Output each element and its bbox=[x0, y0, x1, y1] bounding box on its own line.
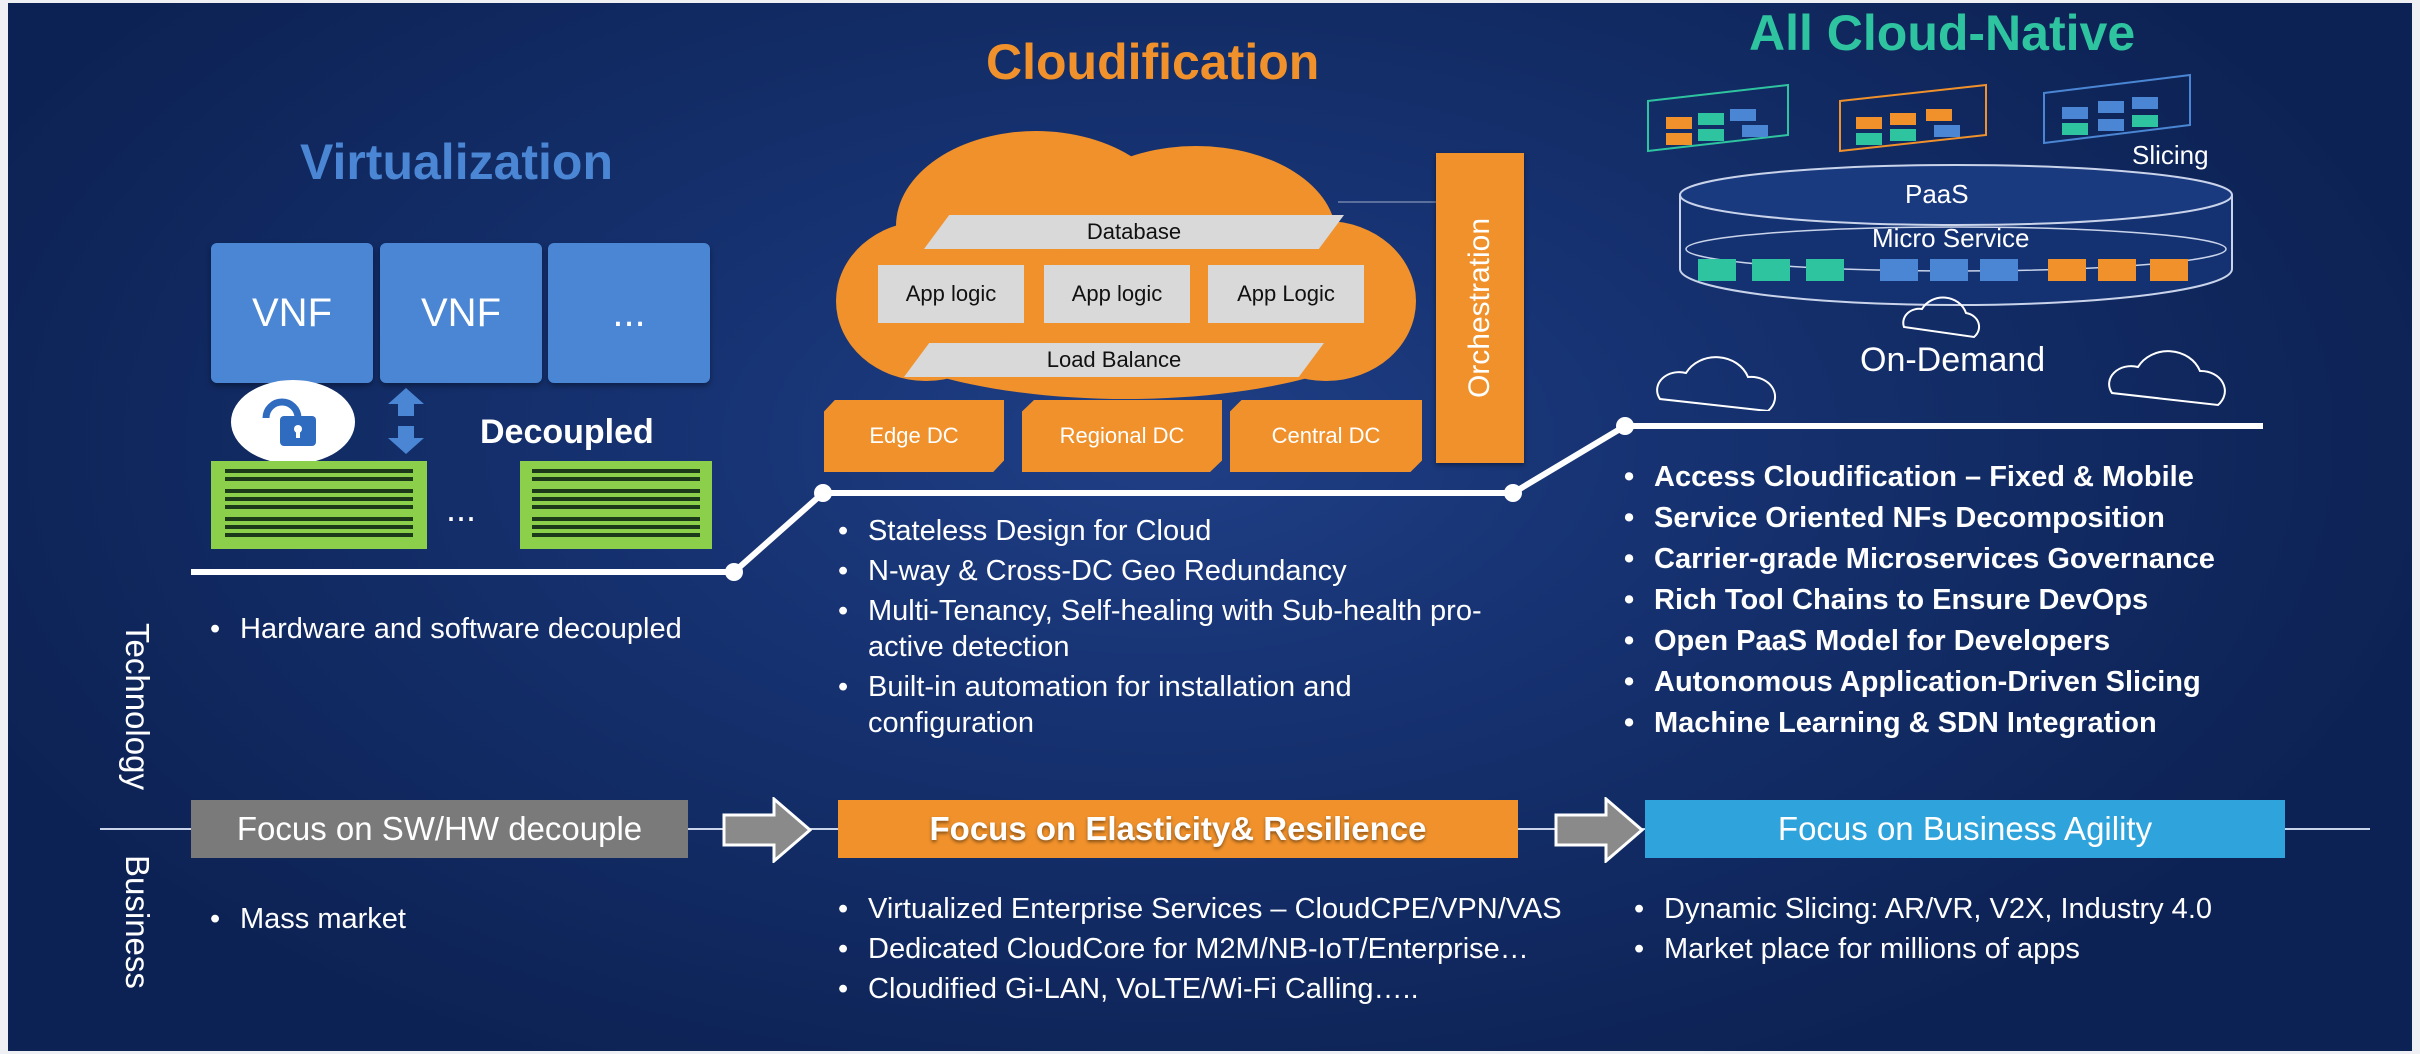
server-rack-icon-2 bbox=[520, 461, 712, 549]
vnf-box-more: ... bbox=[548, 243, 710, 383]
vnf-box-2: VNF bbox=[380, 243, 542, 383]
bullet-item: Dynamic Slicing: AR/VR, V2X, Industry 4.… bbox=[1628, 891, 2388, 927]
focus-agility-band: Focus on Business Agility bbox=[1645, 800, 2285, 858]
cloudification-title: Cloudification bbox=[986, 34, 1320, 90]
micro-service-label: Micro Service bbox=[1872, 223, 2030, 253]
app-logic-2: App logic bbox=[1044, 265, 1190, 323]
bullet-item: Mass market bbox=[204, 901, 704, 937]
bullet-item: Autonomous Application-Driven Slicing bbox=[1618, 664, 2408, 700]
unlock-icon bbox=[228, 378, 358, 466]
business-bullets-3: Dynamic Slicing: AR/VR, V2X, Industry 4.… bbox=[1628, 891, 2388, 971]
bullet-item: Rich Tool Chains to Ensure DevOps bbox=[1618, 582, 2408, 618]
step-node-1 bbox=[725, 563, 743, 581]
vnf-box-1: VNF bbox=[211, 243, 373, 383]
right-arrow-icon bbox=[722, 795, 813, 865]
bullet-item: Stateless Design for Cloud bbox=[832, 513, 1642, 549]
step-node-4 bbox=[1616, 417, 1634, 435]
bullet-item: Cloudified Gi-LAN, VoLTE/Wi-Fi Calling….… bbox=[832, 971, 1632, 1007]
bullet-item: Built-in automation for installation and… bbox=[832, 669, 1428, 741]
bullet-item: Dedicated CloudCore for M2M/NB-IoT/Enter… bbox=[832, 931, 1632, 967]
bullet-item: Service Oriented NFs Decomposition bbox=[1618, 500, 2408, 536]
virtualization-title: Virtualization bbox=[300, 134, 614, 190]
business-bullets-2: Virtualized Enterprise Services – CloudC… bbox=[832, 891, 1632, 1011]
slice-panel-2 bbox=[1839, 83, 1987, 153]
slicing-label: Slicing bbox=[2132, 140, 2209, 170]
bullet-item: Machine Learning & SDN Integration bbox=[1618, 705, 2408, 741]
technology-label: Technology bbox=[119, 623, 156, 790]
connector-line bbox=[1338, 201, 1446, 203]
bullet-item: N-way & Cross-DC Geo Redundancy bbox=[832, 553, 1642, 589]
orchestration-label: Orchestration bbox=[1463, 217, 1497, 399]
focus-elasticity-band: Focus on Elasticity& Resilience bbox=[838, 800, 1518, 858]
app-logic-3: App Logic bbox=[1208, 265, 1364, 323]
edge-dc-box: Edge DC bbox=[824, 400, 1004, 472]
cloud-native-graphic bbox=[1638, 71, 2318, 413]
virtualization-bullets: Hardware and software decoupled bbox=[204, 611, 764, 651]
business-label: Business bbox=[119, 855, 156, 989]
slice-panel-1 bbox=[1647, 83, 1789, 153]
right-arrow-icon-2 bbox=[1554, 795, 1645, 865]
server-rack-icon bbox=[211, 461, 427, 549]
central-dc-box: Central DC bbox=[1230, 400, 1422, 472]
step-node-2 bbox=[814, 484, 832, 502]
bullet-item: Open PaaS Model for Developers bbox=[1618, 623, 2408, 659]
paas-label: PaaS bbox=[1905, 179, 1969, 209]
on-demand-label: On-Demand bbox=[1860, 341, 2046, 379]
business-bullets-1: Mass market bbox=[204, 901, 704, 941]
bullet-item: Market place for millions of apps bbox=[1628, 931, 2388, 967]
cloudification-bullets: Stateless Design for Cloud N-way & Cross… bbox=[832, 513, 1642, 745]
slice-panel-3 bbox=[2043, 73, 2191, 145]
slide: Virtualization Cloudification All Cloud-… bbox=[8, 3, 2412, 1051]
orchestration-bar: Orchestration bbox=[1436, 153, 1524, 463]
servers-ellipsis: ... bbox=[446, 488, 477, 529]
bullet-item: Access Cloudification – Fixed & Mobile bbox=[1618, 459, 2408, 495]
cloud-native-bullets: Access Cloudification – Fixed & Mobile S… bbox=[1618, 459, 2408, 746]
bullet-item: Multi-Tenancy, Self-healing with Sub-hea… bbox=[832, 593, 1508, 665]
regional-dc-box: Regional DC bbox=[1022, 400, 1222, 472]
step-node-3 bbox=[1504, 484, 1522, 502]
load-balance-layer: Load Balance bbox=[904, 343, 1324, 377]
bullet-item: Carrier-grade Microservices Governance bbox=[1618, 541, 2408, 577]
app-logic-1: App logic bbox=[878, 265, 1024, 323]
cloud-native-title: All Cloud-Native bbox=[1749, 5, 2136, 61]
up-down-arrow-icon bbox=[386, 388, 426, 454]
bullet-item: Hardware and software decoupled bbox=[204, 611, 764, 647]
database-layer: Database bbox=[924, 215, 1344, 249]
bullet-item: Virtualized Enterprise Services – CloudC… bbox=[832, 891, 1632, 927]
focus-sw-hw-band: Focus on SW/HW decouple bbox=[191, 800, 688, 858]
orchestration-wrapper: Orchestration bbox=[1436, 153, 1524, 463]
decoupled-label: Decoupled bbox=[480, 413, 654, 451]
